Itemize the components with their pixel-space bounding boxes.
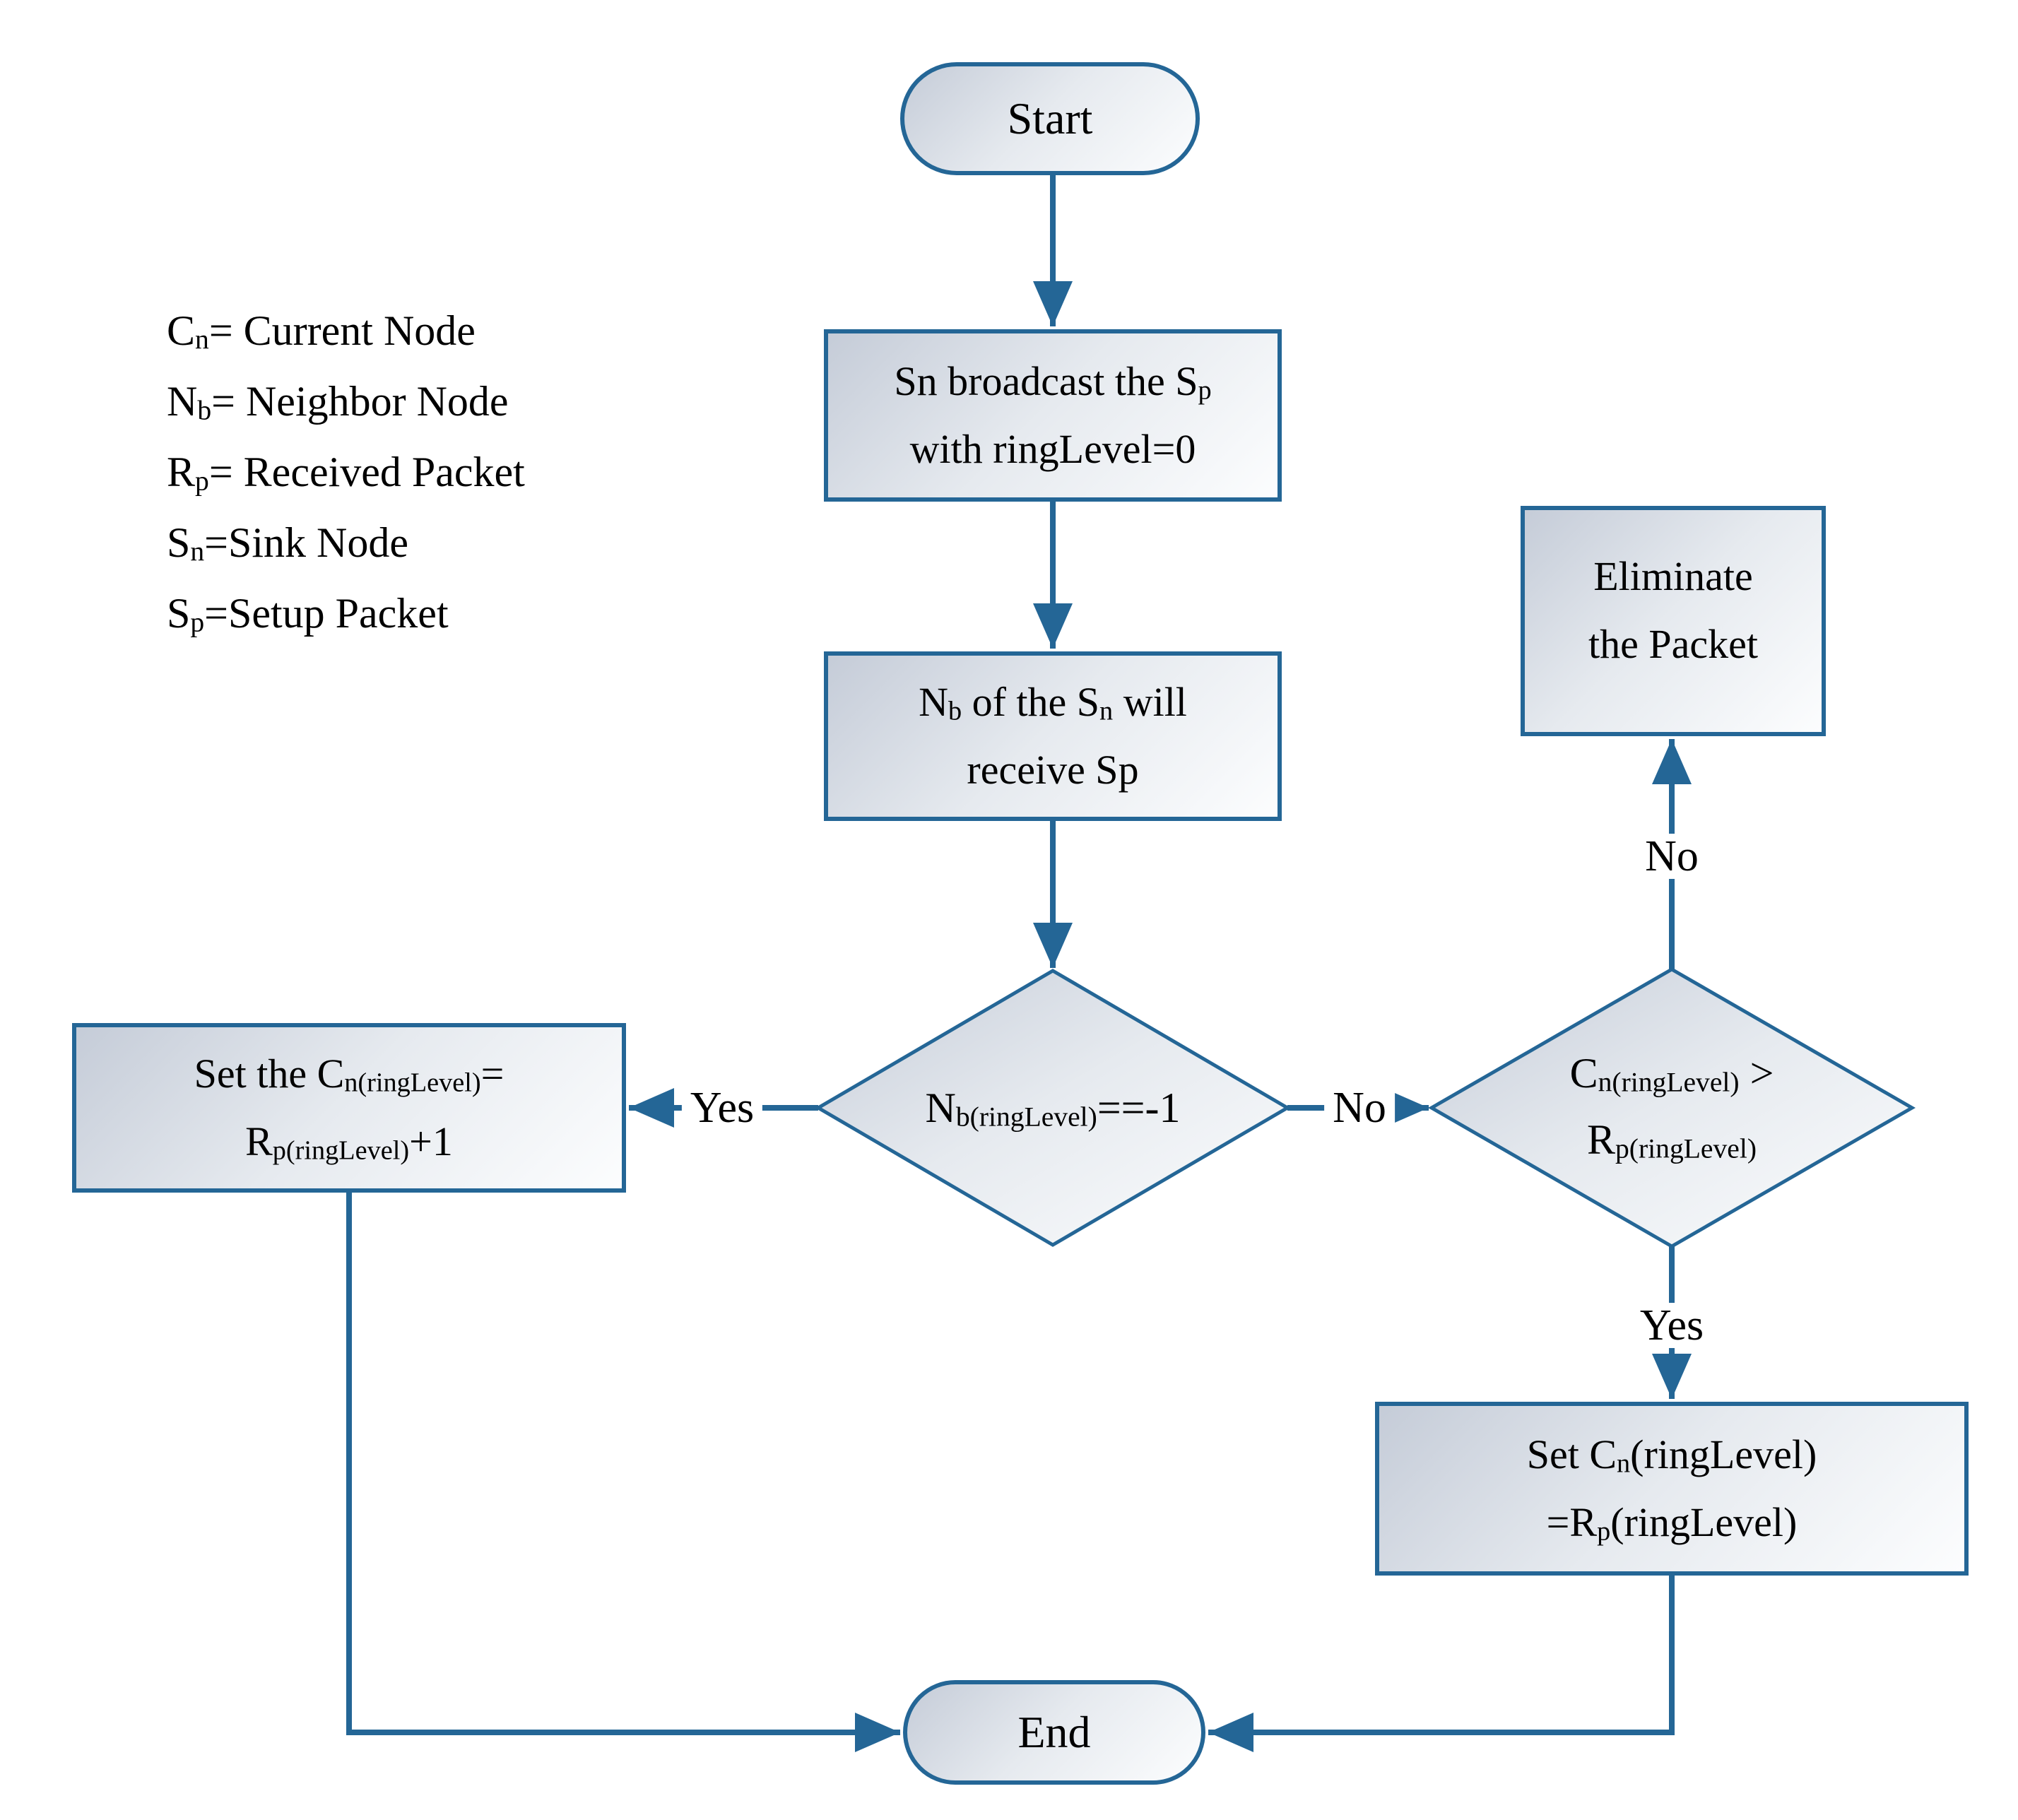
start-label: Start xyxy=(1007,93,1093,143)
end-label: End xyxy=(1017,1707,1091,1757)
legend-item-received-packet: Rp= Received Packet xyxy=(167,449,525,497)
legend-item-setup-packet: Sp=Setup Packet xyxy=(167,590,449,638)
edge-label-decision1-yes: Yes xyxy=(681,1085,763,1130)
decision2-diamond xyxy=(1427,967,1916,1248)
edge-label-decision2-yes: Yes xyxy=(1631,1303,1713,1348)
edge-label-decision2-no: No xyxy=(1636,834,1707,879)
process-set-equal: Set Cn(ringLevel) =Rp(ringLevel) xyxy=(1375,1402,1969,1576)
end-node: End xyxy=(903,1680,1205,1785)
legend-item-sink-node: Sn=Sink Node xyxy=(167,519,409,567)
process-set-equal-line2: =Rp(ringLevel) xyxy=(1546,1499,1798,1547)
start-node: Start xyxy=(900,62,1200,175)
process-receive: Nb of the Sn will receive Sp xyxy=(824,651,1282,821)
process-set-equal-line1: Set Cn(ringLevel) xyxy=(1526,1431,1817,1479)
decision2-label: Cn(ringLevel) > Rp(ringLevel) xyxy=(1570,1040,1774,1173)
decision1-diamond xyxy=(815,969,1291,1247)
decision1-label: Nb(ringLevel)==-1 xyxy=(926,1075,1181,1141)
process-eliminate: Eliminate the Packet xyxy=(1521,506,1826,736)
decision2-line2: Rp(ringLevel) xyxy=(1586,1116,1757,1164)
process-receive-line1: Nb of the Sn will xyxy=(919,679,1187,726)
legend-item-neighbor-node: Nb= Neighbor Node xyxy=(167,378,509,426)
process-eliminate-line1: Eliminate xyxy=(1593,553,1753,599)
legend: Cn= Current Node Nb= Neighbor Node Rp= R… xyxy=(167,295,525,649)
legend-item-current-node: Cn= Current Node xyxy=(167,307,476,355)
process-receive-line2: receive Sp xyxy=(967,747,1139,793)
connector-set-equal-to-end xyxy=(1208,1576,1675,1752)
process-eliminate-line2: the Packet xyxy=(1588,621,1758,667)
edge-label-decision1-no: No xyxy=(1324,1085,1395,1130)
decision1-line1: Nb(ringLevel)==-1 xyxy=(925,1085,1181,1133)
process-broadcast-line1: Sn broadcast the Sp xyxy=(894,358,1212,406)
process-broadcast-line2: with ringLevel=0 xyxy=(909,426,1196,472)
process-set-plus1: Set the Cn(ringLevel)= Rp(ringLevel)+1 xyxy=(72,1023,626,1193)
connector-set-plus1-to-end xyxy=(346,1193,900,1752)
process-set-plus1-line1: Set the Cn(ringLevel)= xyxy=(194,1051,505,1098)
decision2-line1: Cn(ringLevel) > xyxy=(1569,1050,1774,1098)
process-broadcast: Sn broadcast the Sp with ringLevel=0 xyxy=(824,329,1282,502)
process-set-plus1-line2: Rp(ringLevel)+1 xyxy=(245,1118,453,1166)
